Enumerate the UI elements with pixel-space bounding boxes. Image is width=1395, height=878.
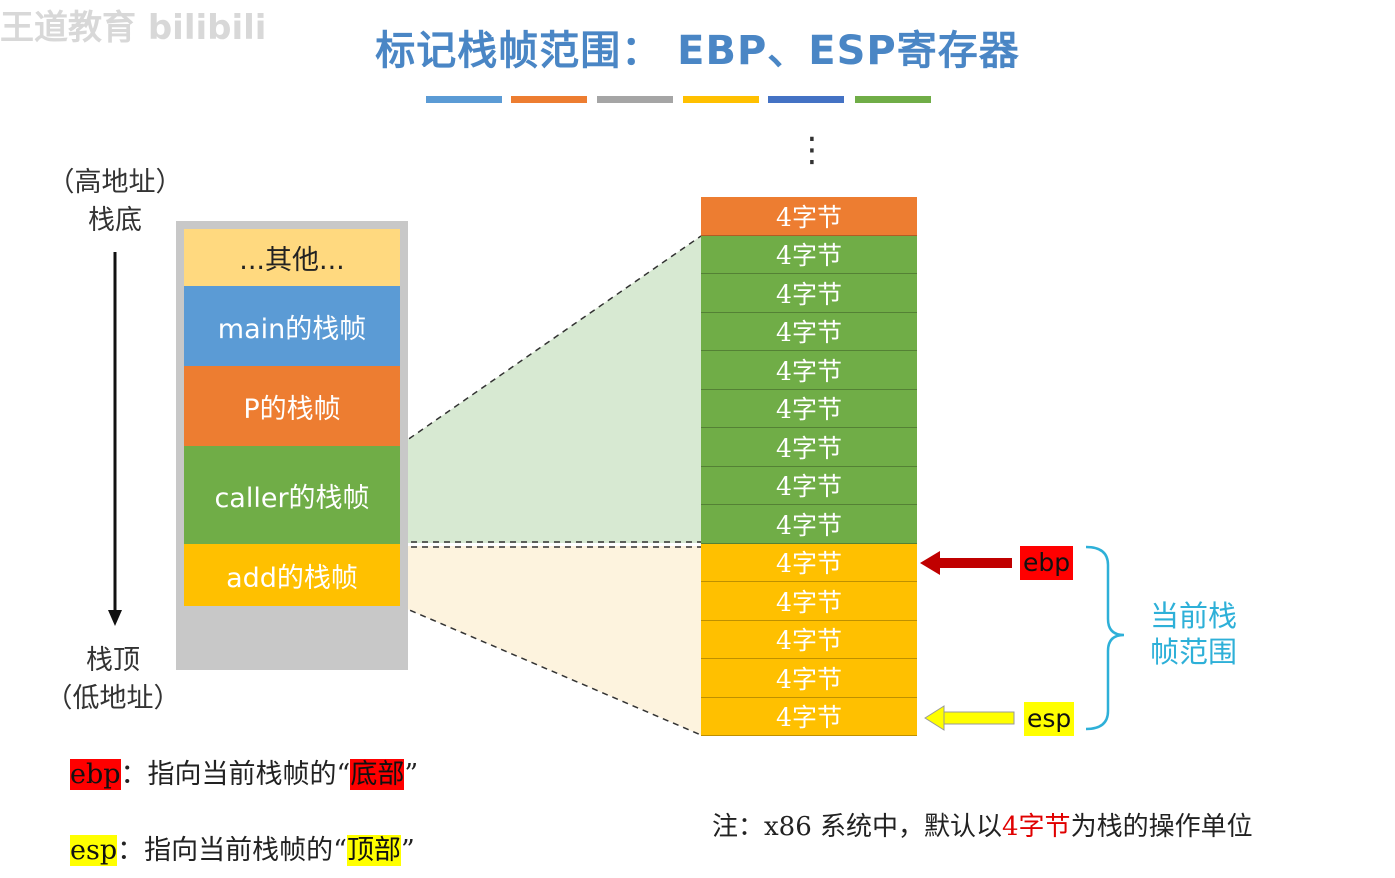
memory-cell-7: 4字节 <box>701 428 917 467</box>
frame-add: add的栈帧 <box>184 544 400 606</box>
memory-cell-6: 4字节 <box>701 389 917 428</box>
memory-cell-11: 4字节 <box>701 582 917 621</box>
watermark: 王道教育 bilibili <box>0 8 267 48</box>
memory-ellipsis: ⋮ <box>795 130 829 170</box>
range-label-line2: 帧范围 <box>1150 635 1238 669</box>
frame-main-label: main的栈帧 <box>217 313 367 345</box>
legend-ebp: ebp：指向当前栈帧的“底部” <box>70 752 418 791</box>
memory-cell-9: 4字节 <box>701 505 917 544</box>
frame-add-label: add的栈帧 <box>226 562 358 594</box>
accent-bar-1 <box>426 96 502 103</box>
frame-p: P的栈帧 <box>184 366 400 446</box>
memory-cell-12: 4字节 <box>701 620 917 659</box>
memory-cell-4: 4字节 <box>701 312 917 351</box>
memory-cell-5: 4字节 <box>701 351 917 390</box>
frame-others-label: ...其他... <box>239 245 345 276</box>
legend-ebp-highlight: 底部 <box>350 759 405 790</box>
high-address-label: （高地址） <box>47 167 183 198</box>
accent-bar-4 <box>683 96 759 103</box>
legend-esp-name: esp <box>70 835 118 866</box>
memory-cell-2: 4字节 <box>701 235 917 274</box>
frame-p-label: P的栈帧 <box>243 393 341 425</box>
esp-arrow-icon <box>924 705 1015 731</box>
memory-cell-10: 4字节 <box>701 543 917 582</box>
note-prefix: 注：x86 系统中，默认以 <box>712 812 1003 842</box>
legend-esp-highlight: 顶部 <box>346 835 401 866</box>
accent-bar-6 <box>855 96 931 103</box>
note: 注：x86 系统中，默认以4字节为栈的操作单位 <box>712 806 1253 843</box>
note-suffix: 为栈的操作单位 <box>1070 812 1253 842</box>
legend-esp-end: ” <box>400 835 415 866</box>
frame-main: main的栈帧 <box>184 286 400 366</box>
legend-esp-text: ：指向当前栈帧的“ <box>117 835 347 866</box>
frame-caller-label: caller的栈帧 <box>214 482 370 514</box>
legend-ebp-text: ：指向当前栈帧的“ <box>120 759 351 790</box>
memory-cell-8: 4字节 <box>701 466 917 505</box>
range-brace <box>1085 545 1125 731</box>
note-highlight: 4字节 <box>1002 812 1071 842</box>
range-label: 当前栈 帧范围 <box>1150 598 1237 670</box>
ebp-tag: ebp <box>1020 546 1074 580</box>
memory-cell-1: 4字节 <box>701 197 917 236</box>
stack-growth-arrow <box>108 252 122 626</box>
slide-title: 标记栈帧范围： EBP、ESP寄存器 <box>375 28 1020 74</box>
range-label-line1: 当前栈 <box>1150 599 1238 633</box>
memory-cell-13: 4字节 <box>701 659 917 698</box>
esp-tag: esp <box>1024 702 1075 736</box>
accent-bar-2 <box>511 96 587 103</box>
legend-ebp-end: ” <box>404 759 419 790</box>
stack-top-label: 栈顶 <box>86 645 140 676</box>
memory-cell-3: 4字节 <box>701 274 917 313</box>
stack-bottom-label: 栈底 <box>88 205 142 236</box>
memory-cell-14: 4字节 <box>701 697 917 736</box>
legend-ebp-name: ebp <box>70 759 121 790</box>
accent-bar-5 <box>768 96 844 103</box>
ebp-arrow-icon <box>920 551 1012 575</box>
frame-caller: caller的栈帧 <box>184 446 400 544</box>
legend-esp: esp：指向当前栈帧的“顶部” <box>70 828 415 867</box>
accent-bar-3 <box>597 96 673 103</box>
frame-others: ...其他... <box>184 229 400 286</box>
low-address-label: （低地址） <box>45 683 181 714</box>
